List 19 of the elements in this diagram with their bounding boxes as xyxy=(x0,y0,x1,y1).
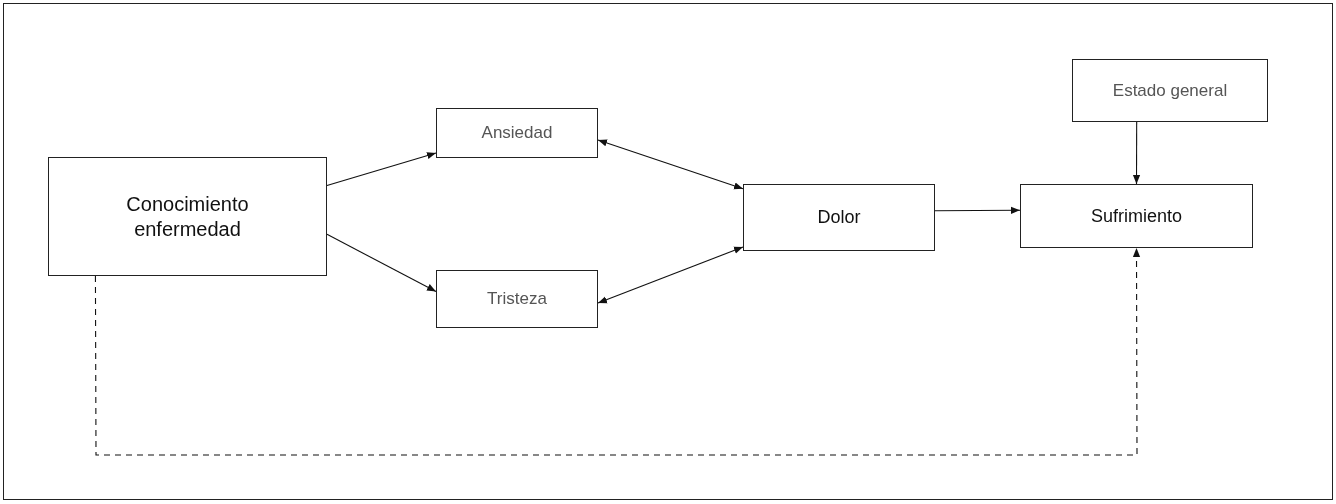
box-label: Sufrimiento xyxy=(1090,204,1182,228)
arrow xyxy=(597,246,744,304)
process-box xyxy=(436,108,598,158)
process-box xyxy=(743,184,935,251)
process-box xyxy=(1072,59,1268,122)
dashed-arrow xyxy=(94,247,1141,456)
arrow xyxy=(1132,121,1141,185)
box-label: Ansiedad xyxy=(481,122,553,144)
arrow xyxy=(326,233,437,292)
box-label: Tristeza xyxy=(487,288,547,310)
box-label: Dolor xyxy=(817,206,861,229)
box-label: Estado general xyxy=(1112,79,1228,102)
box-label: Conocimiento enfermedad xyxy=(125,191,250,242)
arrow xyxy=(597,139,744,190)
arrow xyxy=(934,206,1021,214)
process-box xyxy=(1020,184,1253,248)
process-box xyxy=(48,157,327,276)
process-box xyxy=(436,270,598,328)
arrow xyxy=(326,152,437,187)
